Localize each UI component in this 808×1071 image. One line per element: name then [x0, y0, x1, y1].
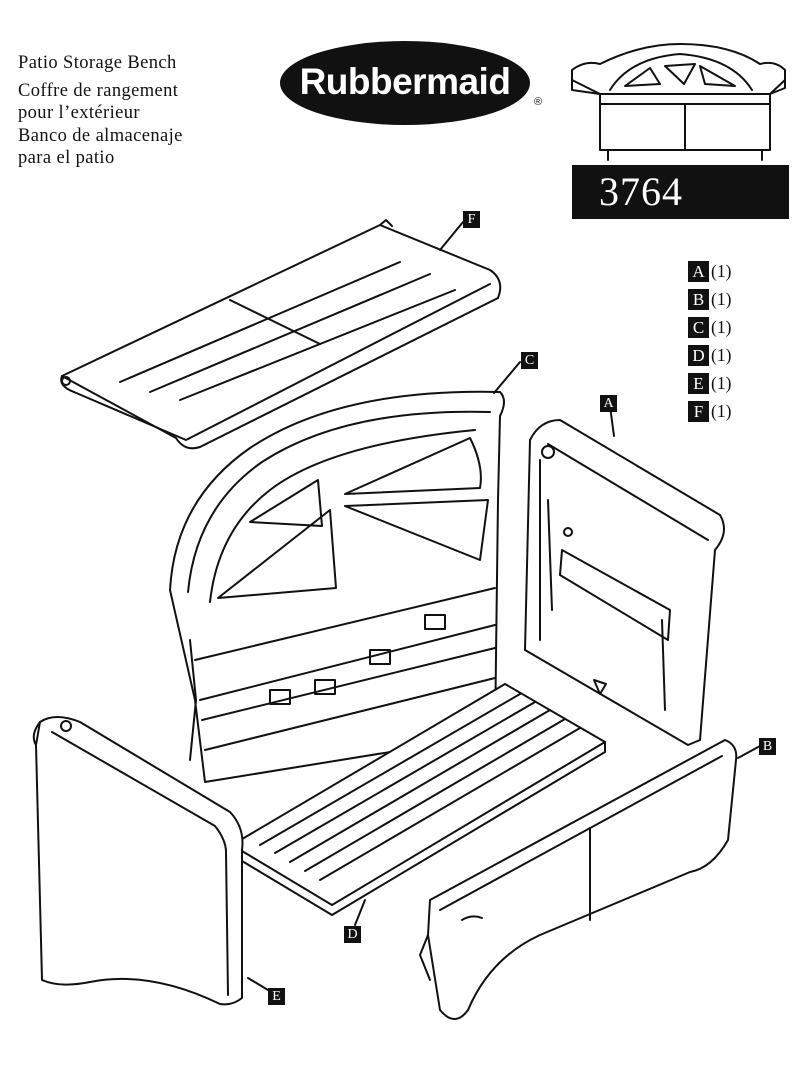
part-letter: E	[688, 372, 709, 394]
part-quantity: (1)	[711, 344, 732, 365]
part-letter: D	[688, 344, 709, 366]
brand-logo: Rubbermaid	[280, 41, 530, 125]
end-panel-e	[32, 716, 244, 1006]
callout-f: F	[463, 211, 480, 228]
front-panel-b	[419, 739, 738, 1020]
part-quantity: (1)	[711, 372, 732, 393]
title-english: Patio Storage Bench	[18, 53, 177, 73]
title-french-line2: pour l’extérieur	[18, 103, 140, 123]
callout-leader-b	[737, 745, 761, 759]
callout-leader-c	[493, 361, 521, 394]
registered-mark: ®	[534, 96, 543, 108]
callout-c: C	[521, 352, 538, 369]
part-letter: B	[688, 288, 709, 310]
parts-list-item: D(1)	[688, 341, 731, 369]
part-quantity: (1)	[711, 260, 732, 281]
end-panel-a	[524, 419, 725, 746]
callout-a: A	[600, 395, 617, 412]
callout-leader-d	[354, 899, 366, 926]
title-spanish-line1: Banco de almacenaje	[18, 125, 183, 146]
parts-list-item: F(1)	[688, 397, 731, 425]
parts-list-item: B(1)	[688, 285, 731, 313]
logo-oval	[280, 41, 530, 125]
callout-b: B	[759, 738, 776, 755]
back-panel-c	[169, 390, 505, 783]
part-quantity: (1)	[711, 288, 732, 309]
parts-list-item: A(1)	[688, 257, 731, 285]
title-spanish-line2: para el patio	[18, 148, 115, 168]
part-letter: F	[688, 400, 709, 422]
callout-leader-e	[247, 977, 269, 991]
lid-panel-f	[60, 219, 502, 450]
parts-list-item: C(1)	[688, 313, 731, 341]
seat-floor-d	[231, 683, 606, 916]
part-letter: C	[688, 316, 709, 338]
callout-d: D	[344, 926, 361, 943]
part-quantity: (1)	[711, 316, 732, 337]
parts-list-item: E(1)	[688, 369, 731, 397]
part-letter: A	[688, 260, 709, 282]
model-number-banner: 3764	[572, 165, 789, 219]
title-french-line1: Coffre de rangement	[18, 80, 179, 101]
callout-leader-f	[439, 221, 464, 251]
callout-e: E	[268, 988, 285, 1005]
part-quantity: (1)	[711, 400, 732, 421]
bench-thumbnail	[571, 43, 786, 161]
logo-wordmark: Rubbermaid	[299, 61, 511, 102]
product-titles: Patio Storage Bench Coffre de rangement …	[18, 52, 183, 170]
parts-list: A(1) B(1) C(1) D(1) E(1) F(1)	[688, 257, 731, 425]
